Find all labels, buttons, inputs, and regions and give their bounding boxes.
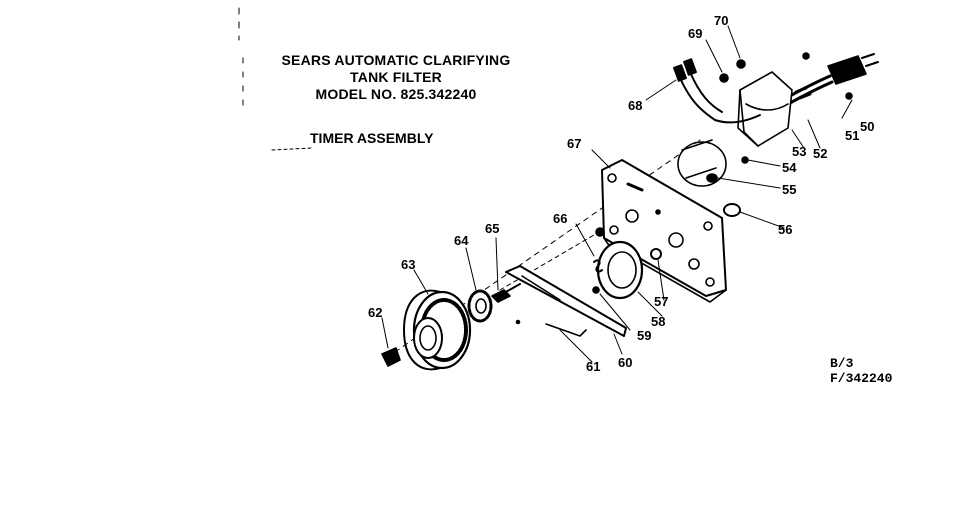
screw xyxy=(736,59,746,69)
knob-screw xyxy=(381,347,401,367)
drawing-code-line-1: B/3 xyxy=(830,356,854,371)
wire-leads xyxy=(673,58,761,124)
callout-50: 50 xyxy=(860,119,874,134)
dial-knob xyxy=(403,289,472,371)
callout-68: 68 xyxy=(628,98,642,113)
leader-lines xyxy=(381,25,853,363)
motor-cover xyxy=(737,52,810,147)
lever-arm xyxy=(505,265,627,337)
callout-51: 51 xyxy=(845,128,859,143)
callout-61: 61 xyxy=(586,359,600,374)
screw xyxy=(719,73,729,83)
timer-motor xyxy=(677,139,749,187)
drawing-code: B/3 F/342240 xyxy=(830,356,892,386)
title-line-product: SEARS AUTOMATIC CLARIFYING xyxy=(281,52,511,68)
washer xyxy=(723,203,741,217)
callout-70: 70 xyxy=(714,13,728,28)
shaft-pin xyxy=(491,283,521,303)
cam-gear xyxy=(595,227,662,300)
callout-57: 57 xyxy=(654,294,668,309)
callout-62: 62 xyxy=(368,305,382,320)
spring xyxy=(593,259,603,273)
diagram-title: SEARS AUTOMATIC CLARIFYING TANK FILTER M… xyxy=(246,52,546,103)
assembly-label: TIMER ASSEMBLY xyxy=(310,130,434,146)
callout-67: 67 xyxy=(567,136,581,151)
mounting-plate xyxy=(601,159,727,303)
callout-59: 59 xyxy=(637,328,651,343)
drawing-code-line-2: F/342240 xyxy=(830,371,893,386)
callout-58: 58 xyxy=(651,314,665,329)
callout-60: 60 xyxy=(618,355,632,370)
callout-52: 52 xyxy=(813,146,827,161)
callout-54: 54 xyxy=(782,160,797,175)
callout-numbers: 50 51 52 53 54 55 56 57 58 59 60 61 62 6… xyxy=(368,13,874,374)
callout-53: 53 xyxy=(792,144,806,159)
callout-56: 56 xyxy=(778,222,792,237)
callout-63: 63 xyxy=(401,257,415,272)
small-gear xyxy=(467,289,493,323)
callout-65: 65 xyxy=(485,221,499,236)
callout-55: 55 xyxy=(782,182,796,197)
title-line-model: MODEL NO. 825.342240 xyxy=(315,86,477,102)
callout-66: 66 xyxy=(553,211,567,226)
callout-69: 69 xyxy=(688,26,702,41)
callout-64: 64 xyxy=(454,233,469,248)
title-line-type: TANK FILTER xyxy=(350,69,442,85)
underline-mark xyxy=(271,147,313,151)
